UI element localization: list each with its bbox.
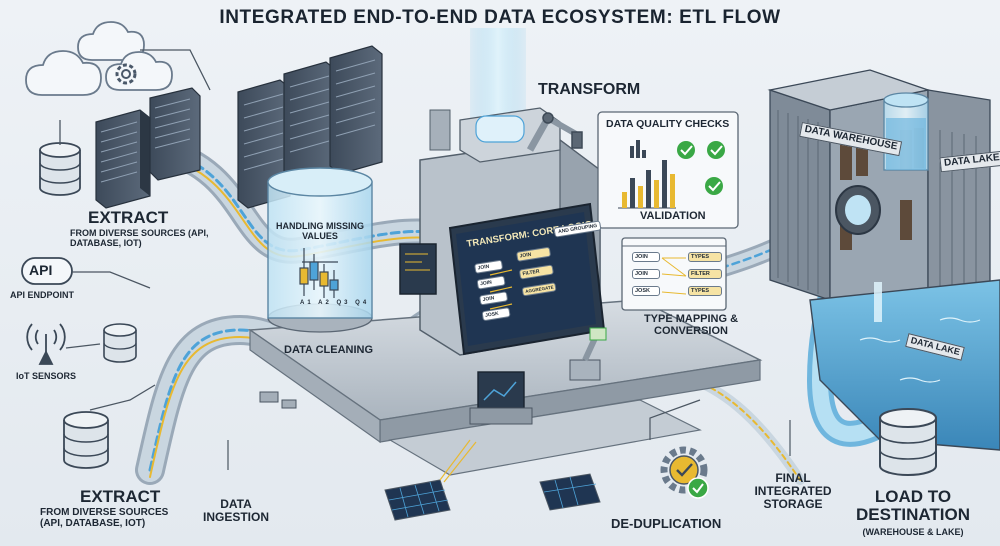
quality-card [597,111,739,229]
dedup-label: DE-DUPLICATION [611,516,722,531]
iot-database-icon [103,323,137,363]
final-storage-label: FINAL INTEGRATED STORAGE [754,471,832,511]
cloud-icon [25,21,173,96]
validation-label: VALIDATION [640,210,706,222]
data-ingestion-label: DATA INGESTION [202,497,269,524]
circuit-panels [384,439,601,521]
extract-top-heading: EXTRACT [88,208,169,227]
op-chip: JOIN [476,275,506,290]
type-map-left: JOIN JOIN JOSK [632,252,660,296]
bottom-database-icon [63,411,109,469]
type-map-right: TYPES FILTER TYPES [688,252,722,296]
core-ops-right: JOIN FILTER AGGREGATE [516,246,557,297]
quarter-labels: A1 A2 Q3 Q4 [300,300,369,306]
quarter-label: A2 [318,300,332,306]
quarter-label: A1 [300,300,314,306]
roof-water-tank [883,92,929,171]
check-icon [677,141,725,195]
op-chip: JOIN [479,291,509,306]
boxplot-chart [299,248,339,298]
loading-port [835,185,881,235]
gear-icon [115,63,137,85]
type-chip: TYPES [688,252,722,262]
connector-arrows [59,49,211,411]
type-chip: JOIN [632,269,660,279]
page-title: INTEGRATED END-TO-END DATA ECOSYSTEM: ET… [219,7,781,28]
server-icon [95,87,201,209]
type-chip: TYPES [688,286,722,296]
type-chip: JOIN [632,252,660,262]
robot-arm-platform [569,327,607,381]
op-chip: FILTER [518,264,554,280]
lake-icon [809,279,1000,451]
api-endpoint-label: API ENDPOINT [10,290,75,300]
load-heading: LOAD TO DESTINATION [856,487,970,525]
database-icon [39,142,81,196]
api-icon [21,257,73,285]
type-chip: JOSK [632,286,660,296]
extract-top-subtitle: FROM DIVERSE SOURCES (API, DATABASE, IOT… [70,228,209,248]
transform-heading: TRANSFORM [538,81,641,98]
type-chip: FILTER [688,269,722,279]
server-racks-center [237,45,383,209]
quarter-label: Q3 [336,300,351,306]
api-badge: API [29,262,53,278]
quarter-label: Q4 [355,300,370,306]
data-cleaning-label: DATA CLEANING [284,344,374,356]
dedup-gear-icon [660,446,709,499]
quality-bar-chart [618,140,676,209]
load-subtitle: (WAREHOUSE & LAKE) [862,527,964,537]
workstation [469,371,533,425]
handling-missing-values-label: HANDLING MISSING VALUES [275,221,364,241]
small-devices [259,391,297,409]
destination-database-icon [879,408,937,476]
extract-bottom-heading: EXTRACT [80,487,161,506]
robot-arm-top [526,112,583,152]
core-logic-flow-lines [489,269,513,310]
cleaning-tank [267,167,373,333]
data-quality-title: DATA QUALITY CHECKS [606,118,730,130]
iot-sensors-label: IoT SENSORS [16,371,77,381]
pointer-lines [227,399,791,470]
antenna-icon [26,323,66,365]
side-console [399,243,437,295]
extract-bottom-subtitle: FROM DIVERSE SOURCES (API, DATABASE, IOT… [40,507,169,529]
warehouse-icon [767,69,991,301]
type-mapping-label: TYPE MAPPING & CONVERSION [643,313,739,337]
